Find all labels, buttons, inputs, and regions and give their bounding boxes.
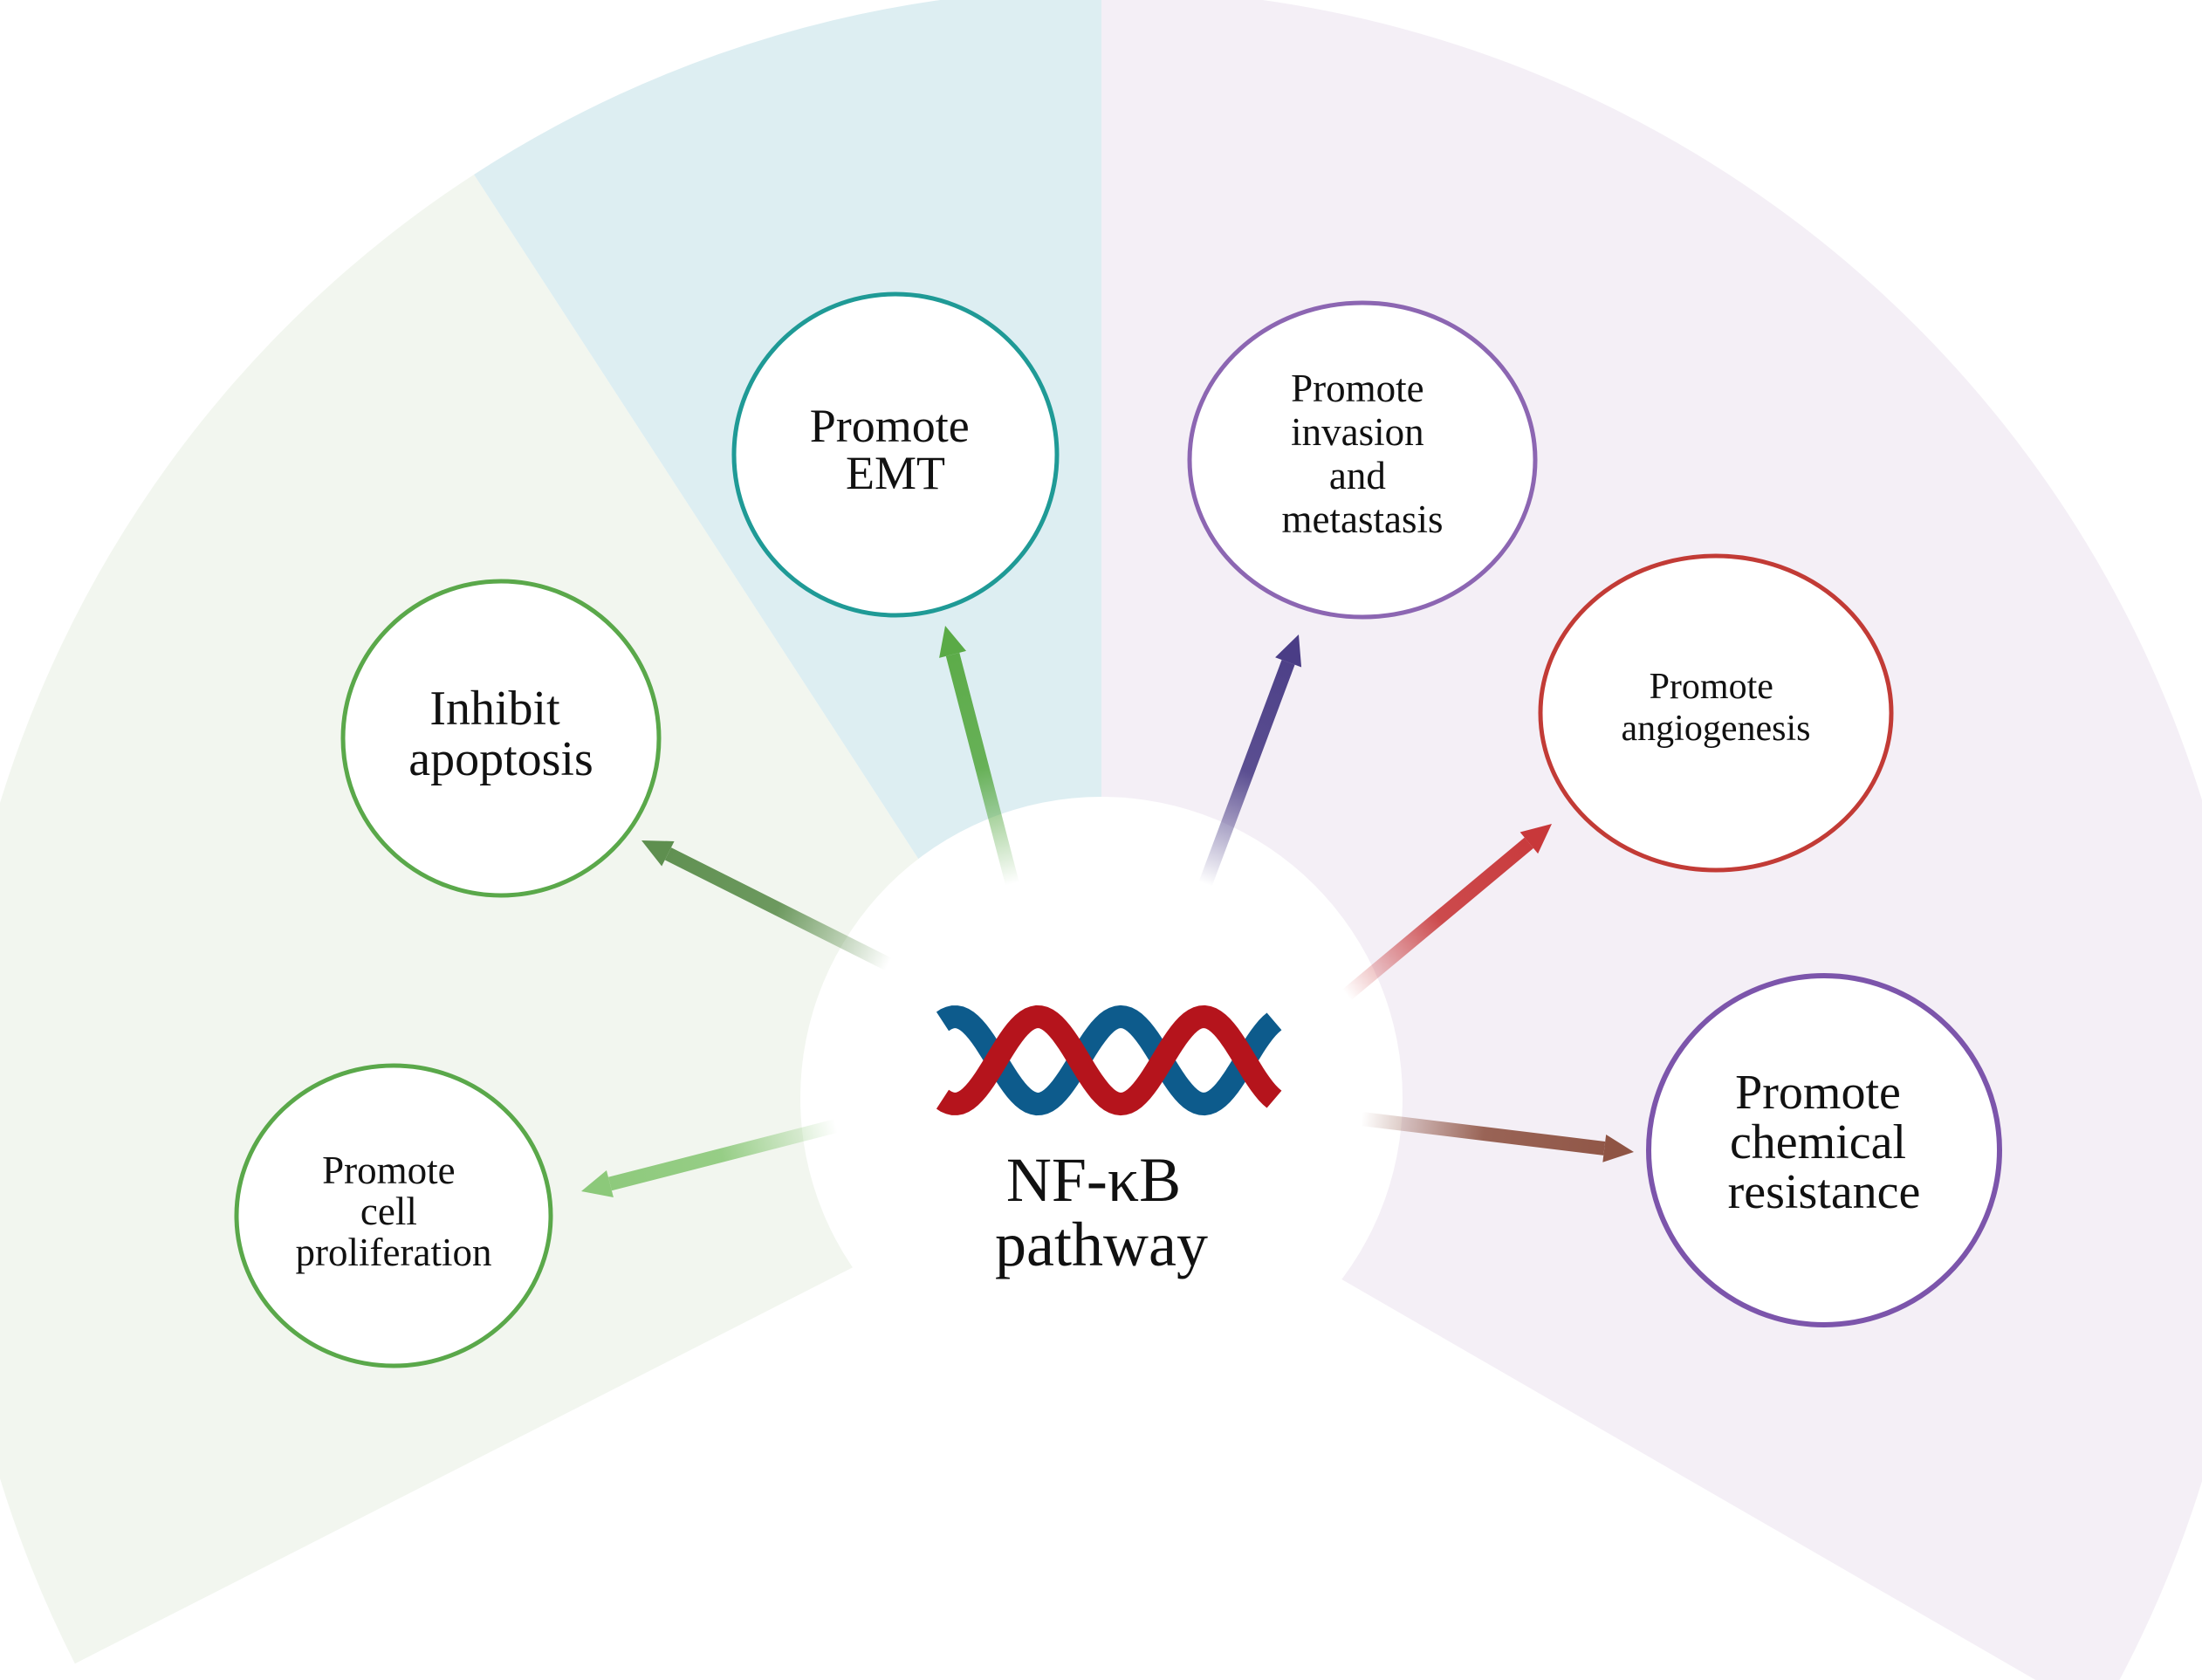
node-angiogenesis: Promote angiogenesis	[1538, 553, 1894, 873]
node-label-line: Promote	[1650, 667, 1773, 707]
arrow-shaft	[1198, 660, 1295, 887]
center-title-line1: NF-κB	[1006, 1145, 1181, 1215]
node-label-line: Promote	[322, 1149, 456, 1192]
arrow-to-angiogenesis	[1341, 824, 1552, 1001]
arrow-shaft	[607, 1119, 838, 1191]
arrow-shaft	[1361, 1112, 1606, 1155]
node-label: Promote chemical resistance	[1728, 1066, 1921, 1219]
center-title: NF-κB pathway	[995, 1145, 1208, 1279]
node-circle	[340, 579, 662, 898]
node-label: Promote angiogenesis	[1622, 667, 1811, 749]
outcome-nodes: Promote cell proliferation Inhibit apopt…	[234, 291, 2002, 1368]
node-label-line: proliferation	[296, 1231, 492, 1274]
node-circle	[731, 291, 1060, 618]
arrow-head	[1275, 634, 1302, 668]
node-emt: Promote EMT	[731, 291, 1060, 618]
node-label: Promote EMT	[810, 400, 982, 499]
node-label: Inhibit apoptosis	[408, 682, 593, 786]
node-label-line: Promote	[1291, 367, 1424, 410]
node-label-line: invasion	[1291, 410, 1424, 454]
arrow-head	[1602, 1135, 1634, 1162]
arrow-to-proliferation	[581, 1119, 838, 1198]
arrow-head	[581, 1170, 614, 1198]
dna-helix-icon	[936, 1005, 1282, 1116]
center-title-line2: pathway	[995, 1210, 1208, 1279]
node-label-line: angiogenesis	[1622, 709, 1811, 749]
node-circle	[1187, 300, 1538, 620]
arrow-head	[1519, 824, 1552, 854]
node-label-line: Inhibit	[429, 682, 560, 736]
node-resistance: Promote chemical resistance	[1646, 973, 2002, 1327]
node-label-line: Promote	[1735, 1066, 1901, 1120]
arrow-to-invasion	[1198, 634, 1302, 887]
node-circle	[1646, 973, 2002, 1327]
arrow-to-apoptosis	[641, 840, 892, 971]
arrow-shaft	[945, 652, 1019, 887]
node-apoptosis: Inhibit apoptosis	[340, 579, 662, 898]
node-label-line: Promote	[810, 400, 970, 452]
arrow-head	[641, 840, 675, 867]
dna-strand-red	[936, 1005, 1282, 1116]
arrow-to-resistance	[1361, 1112, 1634, 1162]
node-label-line: EMT	[846, 447, 945, 499]
node-label-line: resistance	[1728, 1165, 1921, 1219]
arrows-layer	[581, 626, 1634, 1198]
arrow-shaft	[1341, 837, 1534, 1001]
arrow-shaft	[664, 847, 892, 971]
node-label-line: and	[1329, 454, 1386, 497]
node-label: Promote invasion and metastasis	[1282, 367, 1444, 541]
node-label-line: apoptosis	[408, 732, 593, 786]
node-circle	[1538, 553, 1894, 873]
node-label-line: cell	[360, 1190, 417, 1233]
node-label: Promote cell proliferation	[296, 1149, 492, 1274]
node-invasion: Promote invasion and metastasis	[1187, 300, 1538, 620]
node-circle	[234, 1063, 553, 1368]
arrow-to-emt	[939, 626, 1019, 887]
node-proliferation: Promote cell proliferation	[234, 1063, 553, 1368]
arrow-head	[939, 626, 967, 658]
node-label-line: metastasis	[1282, 497, 1444, 541]
node-label-line: chemical	[1730, 1115, 1906, 1169]
